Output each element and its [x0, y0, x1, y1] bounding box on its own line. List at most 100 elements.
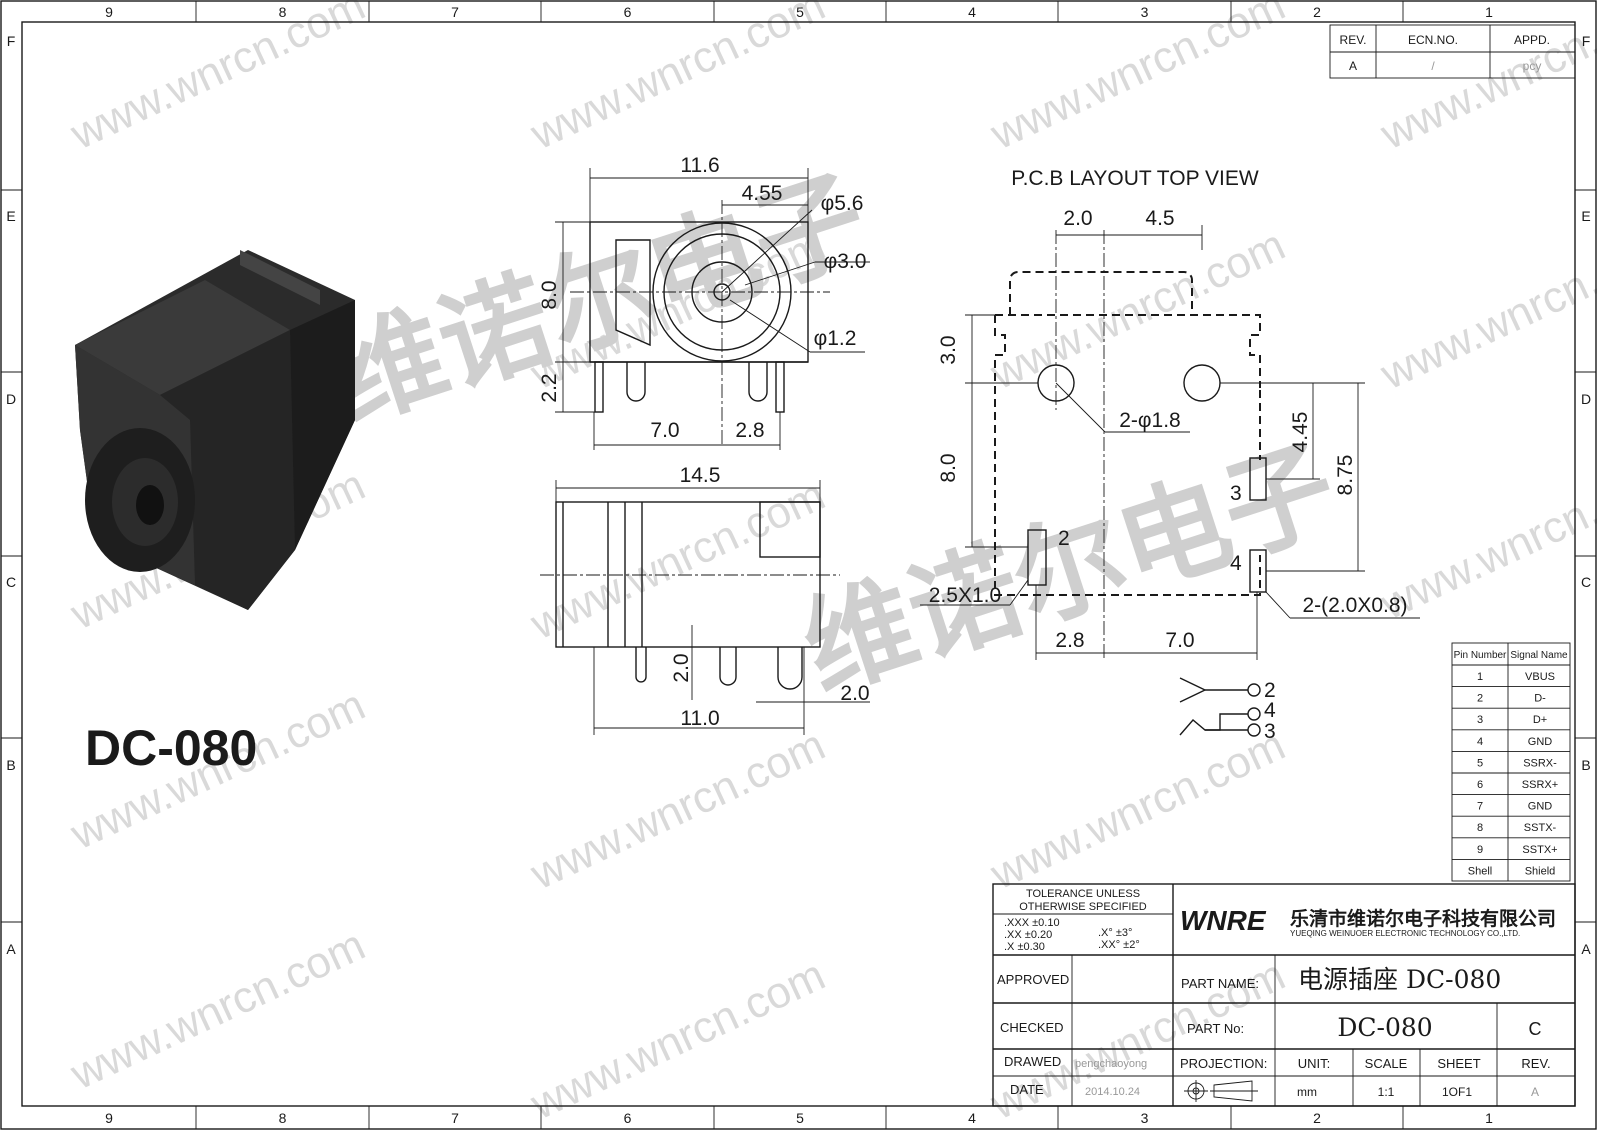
signal-table-cell: SSTX+: [1522, 844, 1557, 856]
part-no-value: DC-080: [1337, 1013, 1432, 1042]
watermark-text: www.wnrcn.com: [1373, 0, 1597, 159]
drawed-label: DRAWED: [1004, 1054, 1061, 1069]
dim-front-width: 11.6: [680, 154, 719, 177]
ecn-value: /: [1431, 59, 1435, 73]
watermark-text: www.wnrcn.com: [1373, 220, 1597, 399]
signal-table-cell: 2: [1477, 693, 1483, 705]
watermark-text: www.wnrcn.com: [523, 950, 833, 1129]
dim-side-pin-width: 2.0: [840, 682, 869, 705]
dim-pcb-holes: 2-φ1.8: [1119, 409, 1180, 432]
signal-table-cell: D-: [1534, 693, 1546, 705]
signal-table-cell: GND: [1528, 736, 1553, 748]
tolerance-row: .XX ±0.20: [1004, 929, 1052, 941]
dim-pcb-a: 2.0: [1063, 207, 1092, 230]
sheet-label: SHEET: [1437, 1056, 1480, 1071]
dim-pcb-slot-b: 2-(2.0X0.8): [1302, 594, 1407, 617]
model-label: DC-080: [85, 720, 257, 776]
pcb-pin-label: 3: [1230, 482, 1242, 505]
watermark-text: www.wnrcn.com: [523, 470, 833, 649]
dim-dia-pin: φ1.2: [814, 327, 857, 350]
tolerance-row: .X° ±3°: [1098, 927, 1132, 939]
schematic-pin: 3: [1264, 720, 1276, 743]
approved-label: APPROVED: [997, 972, 1069, 987]
appd-header: APPD.: [1514, 33, 1550, 47]
projection-label: PROJECTION:: [1180, 1056, 1267, 1071]
zone-label: A: [1581, 941, 1591, 957]
part-no-label: PART No:: [1187, 1021, 1244, 1036]
zone-label: 4: [968, 1110, 976, 1126]
dim-pin-span-side: 11.0: [680, 707, 719, 730]
watermark-layer: www.wnrcn.com www.wnrcn.com www.wnrcn.co…: [63, 0, 1597, 1129]
zone-label: D: [6, 391, 16, 407]
dim-pcb-f: 8.75: [1334, 455, 1357, 496]
signal-table-header: Pin Number: [1454, 650, 1507, 661]
watermark-text: www.wnrcn.com: [983, 0, 1293, 159]
scale-label: SCALE: [1365, 1056, 1408, 1071]
dim-pcb-c: 3.0: [937, 335, 960, 364]
ecn-header: ECN.NO.: [1408, 33, 1458, 47]
zone-label: A: [6, 941, 16, 957]
signal-table-cell: 9: [1477, 844, 1483, 856]
schematic-symbol: 2 4 3: [1179, 677, 1276, 743]
pcb-layout: P.C.B LAYOUT TOP VIEW 2.0 4.5 3.0 8.0 4.…: [920, 167, 1420, 660]
zone-label: F: [7, 33, 16, 49]
signal-table-cell: D+: [1533, 714, 1547, 726]
schematic-pin: 4: [1264, 699, 1276, 722]
dim-pcb-h: 7.0: [1165, 629, 1194, 652]
rev-label: REV.: [1521, 1056, 1550, 1071]
dim-side-pin-length: 2.0: [670, 653, 693, 682]
zone-label: 6: [624, 1110, 632, 1126]
dim-pin-span: 7.0: [650, 419, 679, 442]
checked-label: CHECKED: [1000, 1020, 1064, 1035]
dim-pcb-slot-a: 2.5X1.0: [929, 584, 1001, 607]
watermark-text: www.wnrcn.com: [983, 720, 1293, 899]
dim-pin-height: 2.2: [538, 373, 561, 402]
zone-label: 6: [624, 4, 632, 20]
connector-3d-render: [75, 250, 355, 610]
signal-table-cell: 4: [1477, 736, 1483, 748]
signal-table-cell: 1: [1477, 671, 1483, 683]
zone-label: 1: [1485, 1110, 1493, 1126]
company-name-en: YUEQING WEINUOER ELECTRONIC TECHNOLOGY C…: [1290, 929, 1520, 938]
zone-label: D: [1581, 391, 1591, 407]
unit-label: UNIT:: [1298, 1056, 1331, 1071]
zone-label: 1: [1485, 4, 1493, 20]
zone-label: 7: [451, 4, 459, 20]
dim-pcb-e: 4.45: [1289, 412, 1312, 453]
zone-label: 8: [279, 4, 287, 20]
dim-side-length: 14.5: [680, 464, 721, 487]
zone-label: 5: [796, 4, 804, 20]
signal-table-cell: Shell: [1468, 865, 1492, 877]
date-value: 2014.10.24: [1085, 1086, 1140, 1098]
zone-label: 4: [968, 4, 976, 20]
zone-label: 9: [105, 4, 113, 20]
scale-value: 1:1: [1378, 1085, 1395, 1099]
signal-table-cell: SSRX+: [1522, 779, 1558, 791]
zone-label: E: [6, 208, 15, 224]
signal-table-cell: SSRX-: [1523, 757, 1557, 769]
signal-table-cell: 7: [1477, 801, 1483, 813]
pcb-pin-label: 2: [1058, 527, 1070, 550]
dim-front-height: 8.0: [538, 280, 561, 309]
tolerance-row: .X ±0.30: [1004, 941, 1045, 953]
zone-label: 3: [1141, 4, 1149, 20]
front-view: 11.6 4.55 φ5.6 φ3.0 φ1.2 8.0 2.2 7.0 2.8: [538, 154, 870, 450]
zone-label: E: [1581, 208, 1590, 224]
dim-pcb-d: 8.0: [937, 453, 960, 482]
zone-label: C: [6, 574, 16, 590]
size-value: C: [1529, 1019, 1542, 1039]
watermark-text: www.wnrcn.com: [983, 220, 1293, 399]
side-view: 11.0 14.5 2.0 2.0: [540, 464, 870, 735]
schematic-pin: 2: [1264, 679, 1276, 702]
unit-value: mm: [1297, 1085, 1317, 1099]
dim-front-offset: 4.55: [742, 182, 783, 205]
zone-label: 7: [451, 1110, 459, 1126]
part-name-label: PART NAME:: [1181, 976, 1259, 991]
company-logo: WNRE: [1180, 905, 1267, 936]
watermark-text: www.wnrcn.com: [63, 920, 373, 1099]
date-label: DATE: [1010, 1082, 1044, 1097]
